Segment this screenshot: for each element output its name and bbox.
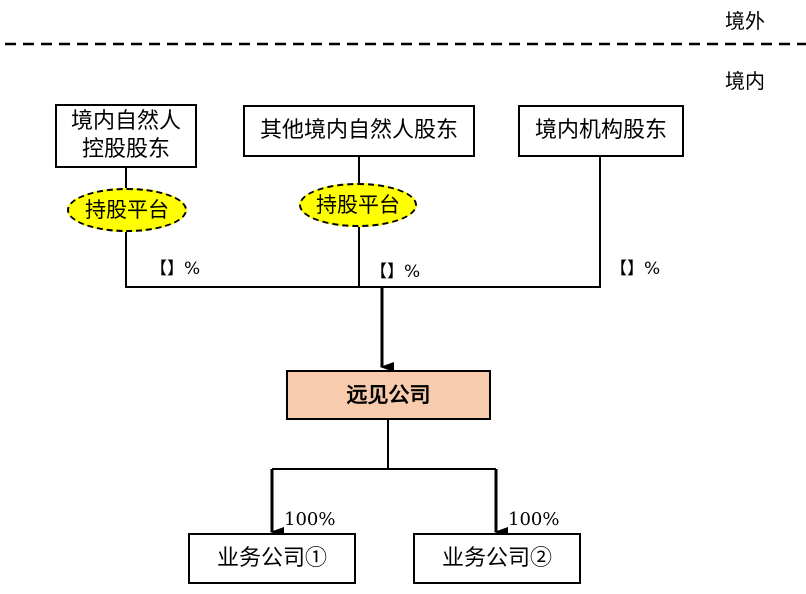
company-name: 远见公司	[346, 383, 431, 407]
shareholder-box-other-individuals: 其他境内自然人股东	[243, 105, 475, 157]
holding-platform-2: 持股平台	[299, 183, 417, 227]
platform-label: 持股平台	[85, 198, 169, 222]
shareholder-label: 境内自然人控股股东	[70, 109, 181, 162]
subsidiary-box-1: 业务公司①	[188, 533, 356, 584]
ownership-pct-3: 【】%	[610, 259, 661, 279]
region-domestic-label: 境内	[725, 69, 765, 93]
subsidiary-box-2: 业务公司②	[413, 533, 581, 584]
subsidiary-name: 业务公司①	[216, 545, 327, 571]
subsidiary-name: 业务公司②	[441, 545, 552, 571]
shareholder-label: 境内机构股东	[534, 118, 667, 143]
ownership-pct-1: 【】%	[150, 259, 201, 279]
company-box: 远见公司	[286, 370, 491, 420]
shareholder-box-controlling: 境内自然人控股股东	[55, 104, 197, 168]
holding-platform-1: 持股平台	[67, 188, 187, 232]
shareholder-label: 其他境内自然人股东	[259, 118, 458, 143]
subsidiary-pct-1: 100%	[284, 509, 336, 530]
subsidiary-pct-2: 100%	[508, 509, 560, 530]
region-overseas-label: 境外	[725, 9, 765, 33]
platform-label: 持股平台	[316, 193, 400, 217]
ownership-pct-2: 【】%	[370, 262, 421, 282]
shareholder-box-institutional: 境内机构股东	[518, 105, 684, 157]
